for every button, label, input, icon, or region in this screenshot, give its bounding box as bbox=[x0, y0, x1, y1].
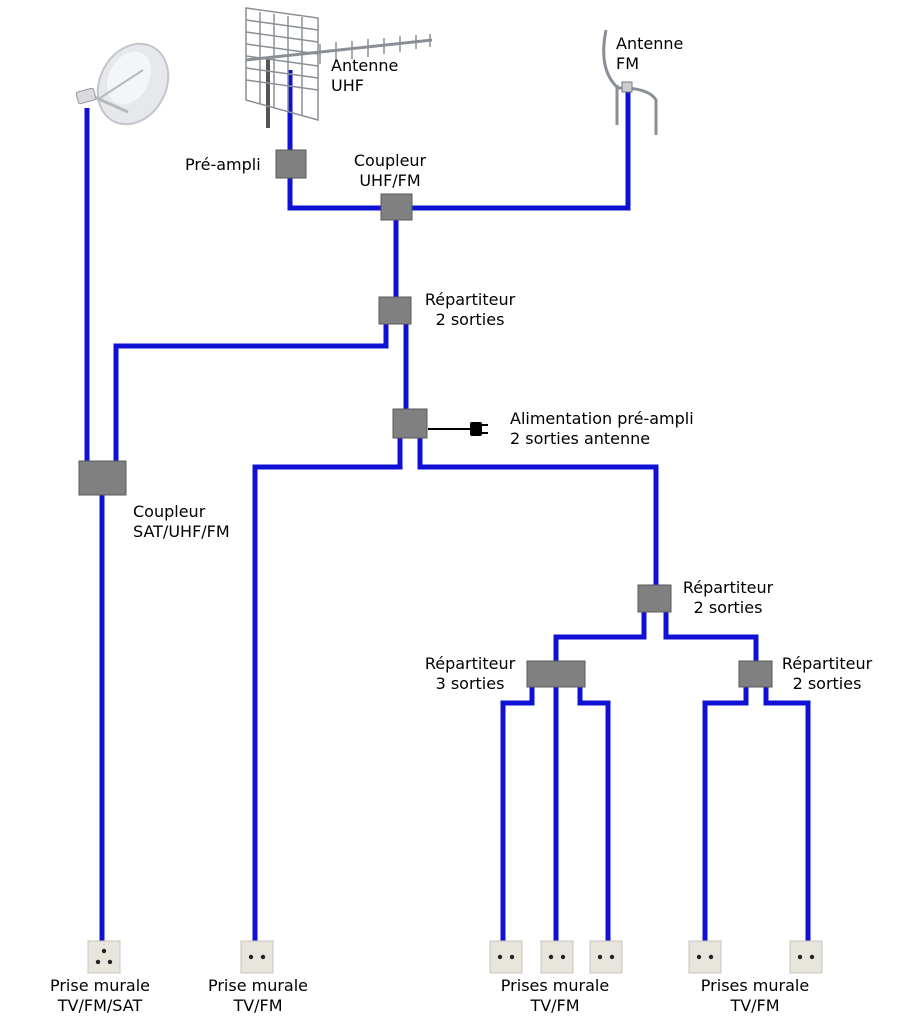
label-prises-group2: Prises murale TV/FM bbox=[689, 976, 821, 1016]
label-line: Antenne bbox=[616, 34, 684, 53]
label-repartiteur-3: Répartiteur 3 sorties bbox=[417, 654, 523, 694]
label-repartiteur-top: Répartiteur 2 sorties bbox=[417, 290, 523, 330]
wall-outlet-icon bbox=[489, 940, 523, 974]
cable-rep3-out1 bbox=[500, 686, 535, 947]
label-coupleur-sat: Coupleur SAT/UHF/FM bbox=[133, 502, 230, 542]
repartiteur-3-box bbox=[526, 660, 586, 688]
cable-rep3-out3 bbox=[577, 686, 611, 947]
label-line: FM bbox=[616, 54, 640, 73]
cable-rep-mid-right bbox=[663, 611, 759, 662]
repartiteur-top-box bbox=[378, 296, 412, 325]
label-alimentation: Alimentation pré-ampli 2 sorties antenne bbox=[510, 409, 694, 449]
label-line: 2 sorties bbox=[792, 674, 862, 693]
wall-outlet-icon bbox=[540, 940, 574, 974]
label-line: Prise murale bbox=[207, 976, 309, 995]
label-prise-sat: Prise murale TV/FM/SAT bbox=[40, 976, 160, 1016]
label-line: Répartiteur bbox=[682, 578, 774, 597]
label-coupleur-uhf-fm: Coupleur UHF/FM bbox=[347, 151, 433, 191]
label-pre-ampli: Pré-ampli bbox=[185, 155, 261, 175]
wall-outlet-icon bbox=[688, 940, 722, 974]
label-line: UHF/FM bbox=[359, 171, 421, 190]
wall-outlets bbox=[87, 940, 823, 974]
label-line: TV/FM bbox=[233, 996, 283, 1015]
label-line: Alimentation pré-ampli bbox=[510, 409, 694, 428]
label-line: Répartiteur bbox=[424, 290, 516, 309]
wall-outlet-icon bbox=[87, 940, 121, 974]
label-line: TV/FM bbox=[730, 996, 780, 1015]
label-antenne-fm: Antenne FM bbox=[616, 34, 683, 74]
label-repartiteur-right: Répartiteur 2 sorties bbox=[774, 654, 880, 694]
cable-preampli-to-coupleur bbox=[287, 178, 383, 211]
cable-alimentation-right bbox=[417, 437, 659, 586]
wall-outlet-icon bbox=[789, 940, 823, 974]
label-antenne-uhf: Antenne UHF bbox=[331, 56, 398, 96]
label-line: Prises murale bbox=[700, 976, 810, 995]
label-line: Coupleur bbox=[353, 151, 427, 170]
cables bbox=[84, 70, 811, 947]
satellite-dish-icon bbox=[75, 42, 170, 126]
devices bbox=[78, 149, 773, 688]
fm-antenna-icon bbox=[602, 29, 658, 135]
label-repartiteur-mid: Répartiteur 2 sorties bbox=[675, 578, 781, 618]
label-line: SAT/UHF/FM bbox=[133, 522, 230, 541]
cable-repR-out2 bbox=[763, 686, 811, 947]
label-line: 2 sorties antenne bbox=[510, 429, 651, 448]
repartiteur-right-box bbox=[738, 660, 773, 688]
cable-fm-to-coupleur bbox=[412, 88, 631, 211]
cable-rep-mid-left bbox=[553, 611, 647, 662]
label-line: Prises murale bbox=[500, 976, 610, 995]
alimentation-box bbox=[392, 408, 428, 439]
uhf-antenna-icon bbox=[245, 7, 433, 128]
label-line: Prise murale bbox=[49, 976, 151, 995]
label-line: UHF bbox=[331, 76, 364, 95]
coupleur-sat-box bbox=[78, 460, 127, 496]
power-plug-icon bbox=[428, 422, 488, 436]
label-line: Antenne bbox=[331, 56, 399, 75]
cable-repR-out1 bbox=[702, 686, 749, 947]
label-line: Coupleur bbox=[133, 502, 206, 521]
label-prise-tvfm: Prise murale TV/FM bbox=[198, 976, 318, 1016]
label-line: 2 sorties bbox=[693, 598, 763, 617]
label-line: Répartiteur bbox=[424, 654, 516, 673]
label-line: Pré-ampli bbox=[185, 155, 261, 174]
pre-ampli-box bbox=[275, 149, 307, 179]
repartiteur-mid-box bbox=[637, 584, 672, 613]
label-line: 2 sorties bbox=[435, 310, 505, 329]
label-line: TV/FM bbox=[530, 996, 580, 1015]
label-line: 3 sorties bbox=[435, 674, 505, 693]
cable-alimentation-left bbox=[252, 437, 403, 947]
wall-outlet-icon bbox=[589, 940, 623, 974]
coupleur-uhf-fm-box bbox=[380, 193, 413, 221]
label-line: Répartiteur bbox=[781, 654, 873, 673]
cable-repartiteur-to-coupleur-sat bbox=[113, 322, 389, 462]
label-line: TV/FM/SAT bbox=[57, 996, 143, 1015]
wall-outlet-icon bbox=[240, 940, 274, 974]
label-prises-group1: Prises murale TV/FM bbox=[490, 976, 620, 1016]
